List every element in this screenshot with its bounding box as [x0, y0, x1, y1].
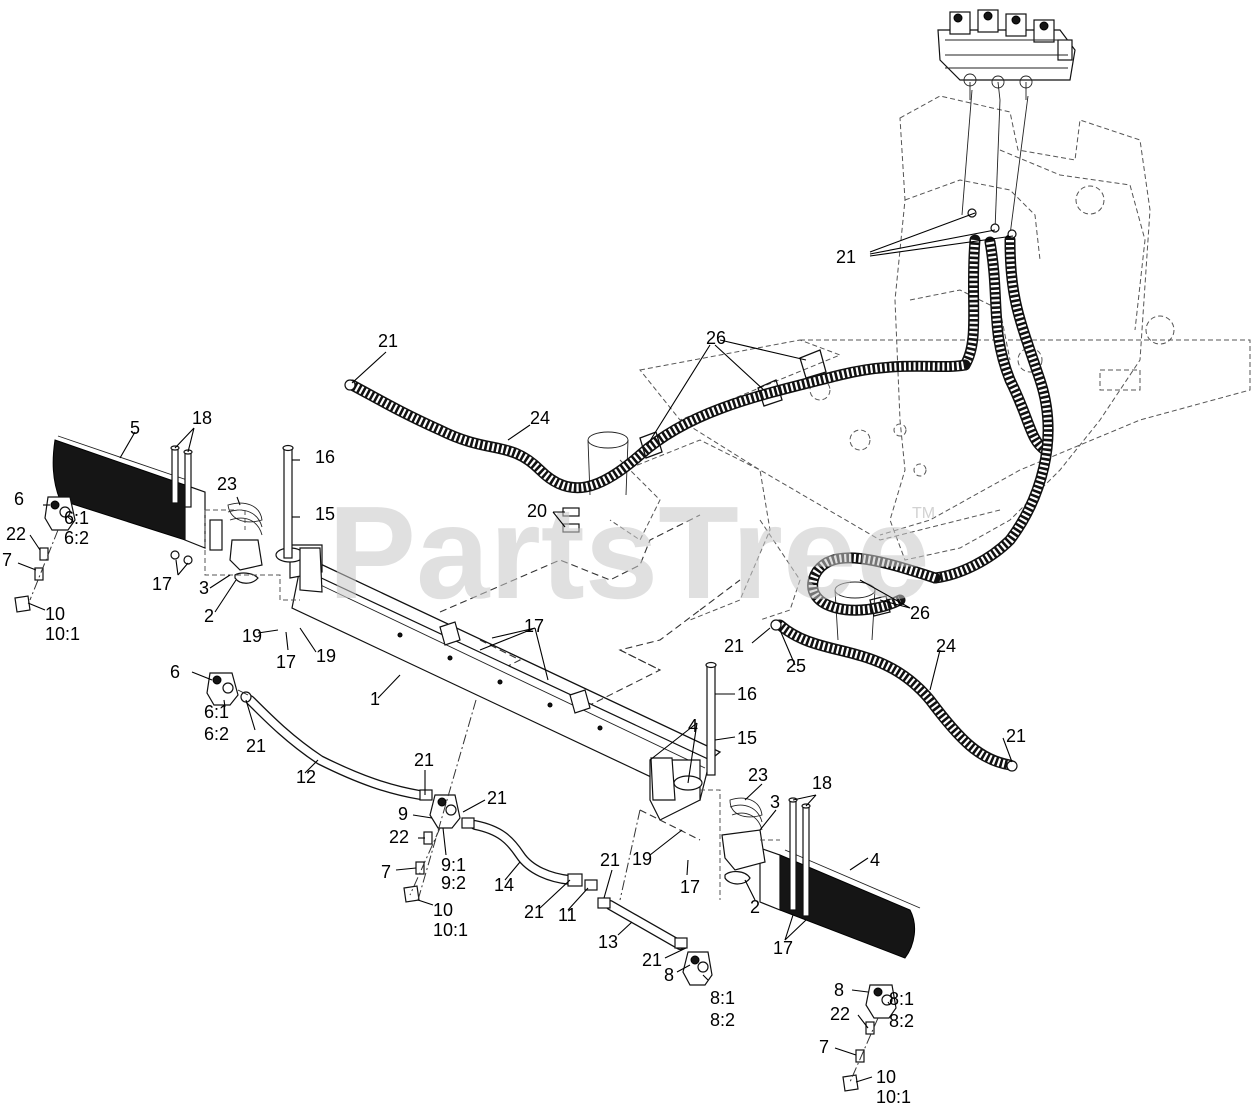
callout-23-spring-left: 23 [217, 474, 237, 494]
hose-24-upper [344, 359, 971, 494]
callout-21-lower-mid: 21 [642, 950, 662, 970]
nozzle-assembly-right [842, 984, 897, 1092]
callout-1-boom-bar: 1 [370, 689, 380, 709]
manifold-hoses [929, 89, 1054, 584]
watermark-trademark: TM [912, 505, 935, 522]
callout-24-hose-lower: 24 [936, 636, 956, 656]
callout-17-left-b: 17 [276, 652, 296, 672]
callout-2-left: 2 [204, 606, 214, 626]
callout-10-right: 10 [876, 1067, 896, 1087]
callout-21-manifold: 21 [836, 247, 856, 267]
callout-26-clamps: 26 [706, 328, 726, 348]
callout-7-left: 7 [2, 550, 12, 570]
callout-3-clamp-right: 3 [770, 792, 780, 812]
callout-24-hose-upper: 24 [530, 408, 550, 428]
callout-21-hose-end-right: 21 [1006, 726, 1026, 746]
pins-16-15 [282, 444, 717, 801]
callout-21-hose-end-left: 21 [378, 331, 398, 351]
callout-17-mid: 17 [524, 616, 544, 636]
callout-10-1-right: 10:1 [876, 1087, 911, 1107]
callout-23-spring-right: 23 [748, 765, 768, 785]
callout-20-fittings: 20 [527, 501, 547, 521]
callout-21-lower-left: 21 [246, 736, 266, 756]
nozzle-assembly-upper-left [14, 496, 76, 613]
callout-12-tube: 12 [296, 767, 316, 787]
callout-9-1: 9:1 [441, 855, 466, 875]
callout-13-tube: 13 [598, 932, 618, 952]
callout-19-left-b: 19 [316, 646, 336, 666]
callout-8-right: 8 [834, 980, 844, 1000]
callout-9-2: 9:2 [441, 873, 466, 893]
callout-6-nozzle-upper: 6 [14, 489, 24, 509]
callout-21-center-b: 21 [487, 788, 507, 808]
callout-6-nozzle-lower: 6 [170, 662, 180, 682]
callout-11: 11 [558, 905, 577, 925]
leader-lines [17, 212, 1014, 1083]
callout-17-left: 17 [152, 574, 172, 594]
callout-18-bolts-right: 18 [812, 773, 832, 793]
callout-7-right: 7 [819, 1037, 829, 1057]
callout-8-2-mid: 8:2 [710, 1010, 735, 1030]
callout-21-center-d: 21 [600, 850, 620, 870]
callout-6-1-upper: 6:1 [64, 508, 89, 528]
callout-22-left: 22 [6, 524, 26, 544]
callout-18-bolts-left: 18 [192, 408, 212, 428]
callout-8-1-mid: 8:1 [710, 988, 735, 1008]
center-lines [417, 699, 701, 901]
callout-10-1-center: 10:1 [433, 920, 468, 940]
callout-21-center-a: 21 [414, 750, 434, 770]
callout-21-center-c: 21 [524, 902, 544, 922]
callout-21-mid-right: 21 [724, 636, 744, 656]
callout-10-center: 10 [433, 900, 453, 920]
callout-16-pin-lower: 16 [737, 684, 757, 704]
hose-24-lower [770, 552, 1018, 772]
callout-10-1-left: 10:1 [45, 624, 80, 644]
callout-8-mid: 8 [664, 965, 674, 985]
callout-15-pin-upper: 15 [315, 504, 335, 524]
callout-6-2-lower: 6:2 [204, 724, 229, 744]
callout-6-2-upper: 6:2 [64, 528, 89, 548]
callout-22-center: 22 [389, 827, 409, 847]
callout-5-boom-section: 5 [130, 418, 140, 438]
callout-19-left-a: 19 [242, 626, 262, 646]
callout-6-1-lower: 6:1 [204, 702, 229, 722]
callout-17-right: 17 [680, 877, 700, 897]
callout-19-right: 19 [632, 849, 652, 869]
callout-25: 25 [786, 656, 806, 676]
callout-26-right: 26 [910, 603, 930, 623]
callout-9-nozzle: 9 [398, 804, 408, 824]
callout-labels: 21 26 21 24 18 5 16 15 23 6 6:1 6:2 22 7… [2, 247, 1026, 1107]
callout-4-upper: 4 [688, 716, 698, 736]
callout-3-clamp-left: 3 [199, 578, 209, 598]
valve-manifold [937, 9, 1076, 101]
callout-14-tube: 14 [494, 875, 514, 895]
callout-2-right: 2 [750, 897, 760, 917]
callout-15-pin-lower: 15 [737, 728, 757, 748]
callout-8-1-right: 8:1 [889, 989, 914, 1009]
chassis-frame [439, 95, 1251, 736]
callout-10-left: 10 [45, 604, 65, 624]
callout-4-boom-section: 4 [870, 850, 880, 870]
callout-16-pin-upper: 16 [315, 447, 335, 467]
watermark-text: PartsTree [328, 479, 930, 626]
callout-8-2-right: 8:2 [889, 1011, 914, 1031]
tube-12 [240, 691, 425, 800]
callout-22-right: 22 [830, 1004, 850, 1024]
callout-7-center: 7 [381, 862, 391, 882]
tube-13 [605, 900, 685, 950]
clamps-26 [639, 349, 891, 617]
tube-14 [470, 820, 575, 885]
nozzle-assembly-lower-left [206, 672, 249, 706]
callout-17-right-b: 17 [773, 938, 793, 958]
